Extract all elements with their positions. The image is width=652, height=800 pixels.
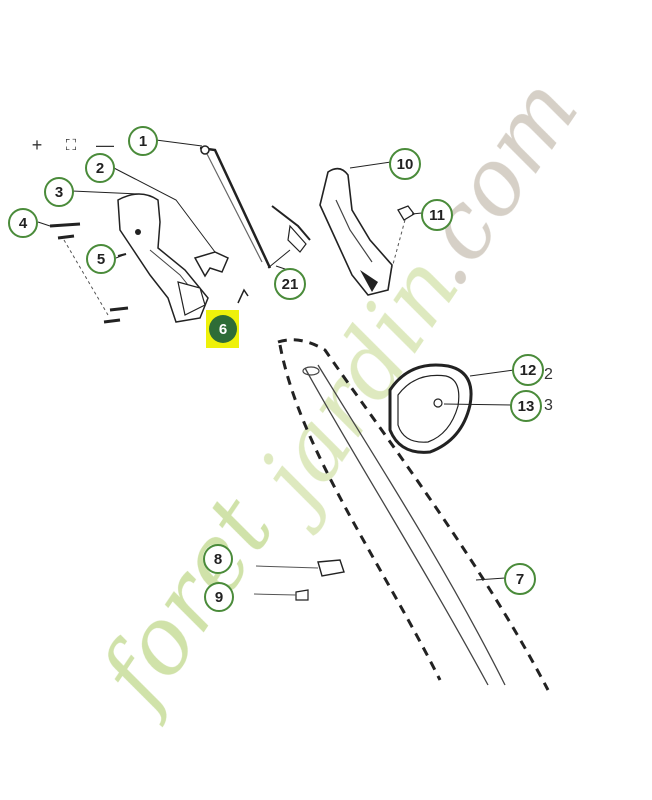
- svg-text:foret: foret: [76, 477, 294, 729]
- callout-4[interactable]: 4: [8, 208, 38, 238]
- callout-13[interactable]: 13: [510, 390, 542, 422]
- callout-21[interactable]: 21: [274, 268, 306, 300]
- zoom-in-button[interactable]: +: [31, 134, 43, 155]
- zoom-out-button[interactable]: —: [96, 134, 114, 155]
- part-3-rear-handle: [117, 193, 209, 323]
- part-4-screws: [49, 222, 129, 324]
- callout-12[interactable]: 12: [512, 354, 544, 386]
- part-1-throttle-cable: [199, 145, 272, 269]
- callout-3[interactable]: 3: [44, 177, 74, 207]
- shaft-dashed-outline-2: [277, 338, 550, 691]
- callout-10[interactable]: 10: [389, 148, 421, 180]
- callout-2[interactable]: 2: [85, 153, 115, 183]
- part-10-handle-housing: [319, 167, 393, 296]
- callout-1[interactable]: 1: [128, 126, 158, 156]
- fullscreen-button[interactable]: ⛶: [65, 136, 77, 154]
- part-6-spring: [237, 288, 249, 304]
- shaft-tube: [304, 367, 489, 686]
- callout-6-highlighted[interactable]: 6: [206, 310, 239, 348]
- callout-5[interactable]: 5: [86, 244, 116, 274]
- part-21-switch: [267, 205, 311, 269]
- viewer-toolbar: + ⛶ —: [22, 130, 120, 162]
- callout-7[interactable]: 7: [504, 563, 536, 595]
- callout-11[interactable]: 11: [421, 199, 453, 231]
- callout-9[interactable]: 9: [204, 582, 234, 612]
- callout-8[interactable]: 8: [203, 544, 233, 574]
- callout-6[interactable]: 6: [209, 315, 237, 343]
- clipped-label-3: 3: [544, 397, 553, 414]
- part-8-bracket: [255, 559, 345, 577]
- clipped-label-2: 2: [544, 366, 553, 383]
- part-12-d-handle: [388, 363, 473, 454]
- part-9-screw: [253, 589, 309, 601]
- part-2-trigger: [193, 251, 229, 278]
